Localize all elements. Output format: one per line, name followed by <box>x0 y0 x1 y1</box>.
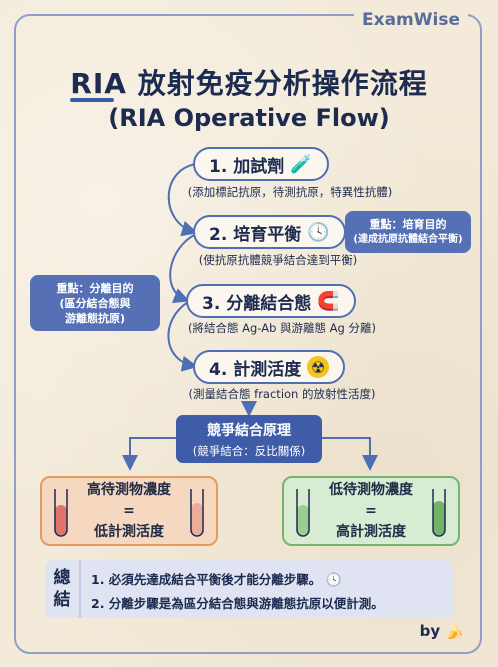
green-tube-icon <box>296 489 310 537</box>
pale-tube-icon <box>190 489 204 537</box>
summary-item-text: 1. 必須先達成結合平衡後才能分離步驟。 <box>91 572 322 587</box>
outer-frame <box>14 14 482 654</box>
result-line: 高待測物濃度 <box>87 481 171 498</box>
principle-box: 競爭結合原理 (競爭結合：反比關係) <box>176 415 322 463</box>
page-title: RIA 放射免疫分析操作流程 <box>70 67 428 100</box>
green-tube-icon <box>432 489 446 537</box>
note-incubation-purpose: 重點：培育目的 (達成抗原抗體結合平衡) <box>345 211 471 253</box>
step-caption: (將結合態 Ag-Ab 與游離態 Ag 分離) <box>188 321 376 335</box>
result-line: 低待測物濃度 <box>329 481 413 498</box>
note-title: 重點：培育目的 <box>369 218 447 231</box>
step-label: 4. 計測活度 <box>209 359 302 380</box>
summary-label-char: 總 <box>53 568 71 588</box>
brand-logo: ExamWise <box>354 8 468 32</box>
step-caption: (使抗原抗體競爭結合達到平衡) <box>198 253 358 267</box>
title-underline <box>70 98 114 102</box>
arrow-step1-to-step2 <box>167 163 198 237</box>
result-line: 高計測活度 <box>336 523 406 540</box>
principle-subtitle: (競爭結合：反比關係) <box>192 444 306 458</box>
result-high-concentration: 高待測物濃度 = 低計測活度 <box>40 476 218 546</box>
test-tube-icon: 🧪 <box>290 153 313 175</box>
step-add-reagents: 1. 加試劑 🧪 <box>193 147 329 181</box>
step-caption: (添加標記抗原，待測抗原，特異性抗體) <box>187 185 393 199</box>
note-title: 重點：分離目的 <box>56 282 134 295</box>
radiation-icon: ☢ <box>307 356 330 378</box>
arrow-step3-to-step4 <box>167 301 198 372</box>
page-subtitle: (RIA Operative Flow) <box>108 104 390 132</box>
step-measurement: 4. 計測活度 ☢ <box>193 350 346 384</box>
magnet-icon: 🧲 <box>317 290 340 312</box>
note-text: (達成抗原抗體結合平衡) <box>353 234 463 245</box>
clock-icon: 🕓 <box>325 573 342 588</box>
result-equals: = <box>123 502 135 519</box>
step-label: 2. 培育平衡 <box>209 224 302 245</box>
step-label: 1. 加試劑 <box>209 156 285 177</box>
red-tube-icon <box>54 489 68 537</box>
result-low-concentration: 低待測物濃度 = 高計測活度 <box>282 476 460 546</box>
summary-box: 總 結 1. 必須先達成結合平衡後才能分離步驟。 🕓 2. 分離步驟是為區分結合… <box>45 560 453 618</box>
result-line: 低計測活度 <box>94 523 164 540</box>
note-text: 游離態抗原) <box>64 312 126 325</box>
note-text: (區分結合態與 <box>59 297 131 310</box>
principle-title: 競爭結合原理 <box>207 423 291 439</box>
summary-label-char: 結 <box>53 590 71 610</box>
step-separation: 3. 分離結合態 🧲 <box>186 284 356 318</box>
result-equals: = <box>365 502 377 519</box>
byline: by 🍌 <box>419 622 464 640</box>
step-incubation: 2. 培育平衡 🕓 <box>193 215 346 249</box>
clock-icon: 🕓 <box>307 221 330 243</box>
step-caption: (測量結合態 fraction 的放射性活度) <box>188 387 376 401</box>
step-label: 3. 分離結合態 <box>202 293 312 314</box>
summary-item: 1. 必須先達成結合平衡後才能分離步驟。 🕓 <box>91 569 342 588</box>
arrow-step2-to-step3 <box>169 233 197 304</box>
arrow-principle-to-high <box>122 437 176 471</box>
note-separation-purpose: 重點：分離目的 (區分結合態與 游離態抗原) <box>30 275 160 331</box>
summary-label: 總 結 <box>45 560 81 618</box>
arrow-principle-to-low <box>322 437 378 471</box>
summary-item: 2. 分離步驟是為區分結合態與游離態抗原以便計測。 <box>91 596 384 611</box>
